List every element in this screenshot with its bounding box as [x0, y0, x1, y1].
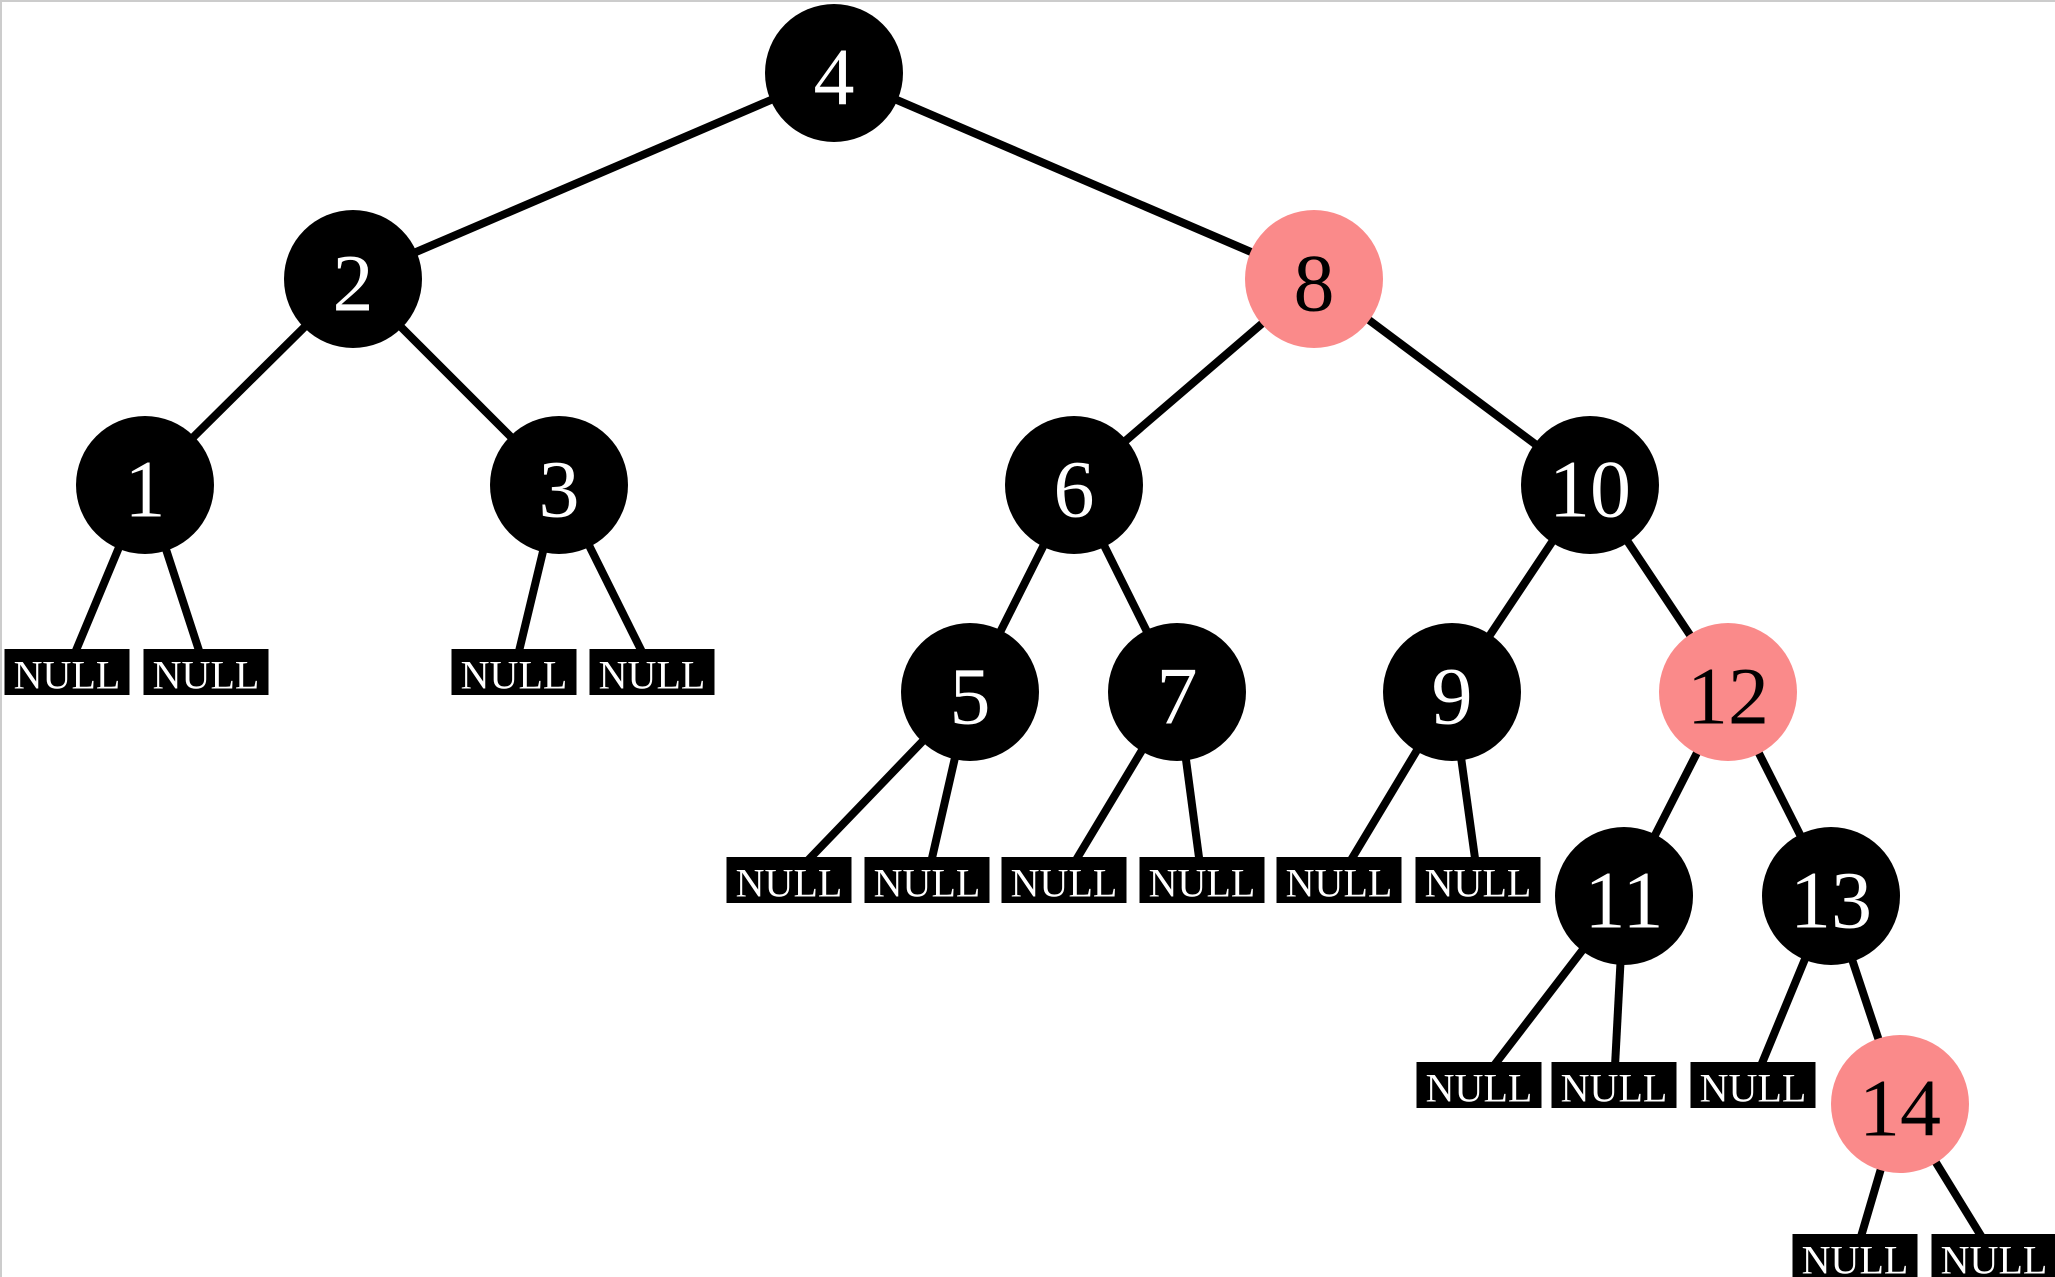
null-leaf-n13: NULL [1690, 1062, 1816, 1111]
null-label: NULL [1149, 861, 1256, 906]
null-box [1690, 1062, 1816, 1108]
null-leaf-n9: NULL [1276, 857, 1402, 906]
tree-node-5: 5 [901, 623, 1039, 761]
node-label-8: 8 [1294, 238, 1335, 329]
null-leaf-n1: NULL [4, 649, 130, 698]
tree-node-1: 1 [76, 416, 214, 554]
null-leaf-n8: NULL [1139, 857, 1265, 906]
null-leaf-n11: NULL [1416, 1062, 1542, 1111]
node-circle-8 [1245, 210, 1383, 348]
node-circle-1 [76, 416, 214, 554]
null-label: NULL [1941, 1238, 2048, 1277]
null-box [1931, 1234, 2055, 1277]
null-label: NULL [1561, 1066, 1668, 1111]
null-label: NULL [736, 861, 843, 906]
tree-edge-4-8 [832, 69, 1316, 283]
node-circle-13 [1762, 827, 1900, 965]
null-box [1001, 857, 1127, 903]
tree-node-13: 13 [1762, 827, 1900, 965]
node-circle-3 [490, 416, 628, 554]
node-label-4: 4 [814, 32, 855, 123]
null-label: NULL [461, 653, 568, 698]
tree-node-2: 2 [284, 210, 422, 348]
tree-node-6: 6 [1005, 416, 1143, 554]
node-label-1: 1 [125, 444, 166, 535]
null-label: NULL [14, 653, 121, 698]
node-label-2: 2 [333, 238, 374, 329]
tree-edge-4-2 [351, 69, 836, 283]
null-box [1415, 857, 1541, 903]
null-box [1139, 857, 1265, 903]
null-label: NULL [1426, 1066, 1533, 1111]
tree-node-3: 3 [490, 416, 628, 554]
null-label: NULL [1011, 861, 1118, 906]
node-circle-11 [1555, 827, 1693, 965]
node-circle-4 [765, 4, 903, 142]
null-leaf-n12: NULL [1551, 1062, 1677, 1111]
node-label-9: 9 [1432, 651, 1473, 742]
tree-node-7: 7 [1108, 623, 1246, 761]
node-circle-12 [1659, 623, 1797, 761]
node-label-13: 13 [1790, 855, 1872, 946]
tree-node-11: 11 [1555, 827, 1693, 965]
null-box [864, 857, 990, 903]
null-label: NULL [1425, 861, 1532, 906]
null-leaf-n2: NULL [143, 649, 269, 698]
null-label: NULL [874, 861, 981, 906]
null-label: NULL [1700, 1066, 1807, 1111]
node-circle-5 [901, 623, 1039, 761]
null-label: NULL [1802, 1238, 1909, 1277]
node-label-7: 7 [1157, 651, 1198, 742]
null-leaf-n3: NULL [451, 649, 577, 698]
null-leaf-n10: NULL [1415, 857, 1541, 906]
null-box [451, 649, 577, 695]
node-label-5: 5 [950, 651, 991, 742]
node-circle-14 [1831, 1035, 1969, 1173]
node-circle-10 [1521, 416, 1659, 554]
node-circle-7 [1108, 623, 1246, 761]
null-label: NULL [153, 653, 260, 698]
null-label: NULL [599, 653, 706, 698]
null-leaf-n7: NULL [1001, 857, 1127, 906]
null-label: NULL [1286, 861, 1393, 906]
null-box [589, 649, 715, 695]
tree-node-4: 4 [765, 4, 903, 142]
node-circle-9 [1383, 623, 1521, 761]
node-label-3: 3 [539, 444, 580, 535]
node-label-10: 10 [1549, 444, 1631, 535]
node-label-6: 6 [1054, 444, 1095, 535]
node-label-12: 12 [1687, 651, 1769, 742]
tree-node-14: 14 [1831, 1035, 1969, 1173]
null-box [143, 649, 269, 695]
node-label-11: 11 [1585, 855, 1664, 946]
node-label-14: 14 [1859, 1063, 1941, 1154]
null-leaf-n6: NULL [864, 857, 990, 906]
tree-node-8: 8 [1245, 210, 1383, 348]
null-leaf-n14: NULL [1792, 1234, 1918, 1277]
null-box [1792, 1234, 1918, 1277]
tree-node-12: 12 [1659, 623, 1797, 761]
null-leaf-n5: NULL [726, 857, 852, 906]
null-box [1416, 1062, 1542, 1108]
null-leaf-n15: NULL [1931, 1234, 2055, 1277]
tree-node-9: 9 [1383, 623, 1521, 761]
null-box [1276, 857, 1402, 903]
node-circle-2 [284, 210, 422, 348]
tree-node-10: 10 [1521, 416, 1659, 554]
null-leaf-n4: NULL [589, 649, 715, 698]
null-box [4, 649, 130, 695]
null-box [726, 857, 852, 903]
null-box [1551, 1062, 1677, 1108]
node-circle-6 [1005, 416, 1143, 554]
